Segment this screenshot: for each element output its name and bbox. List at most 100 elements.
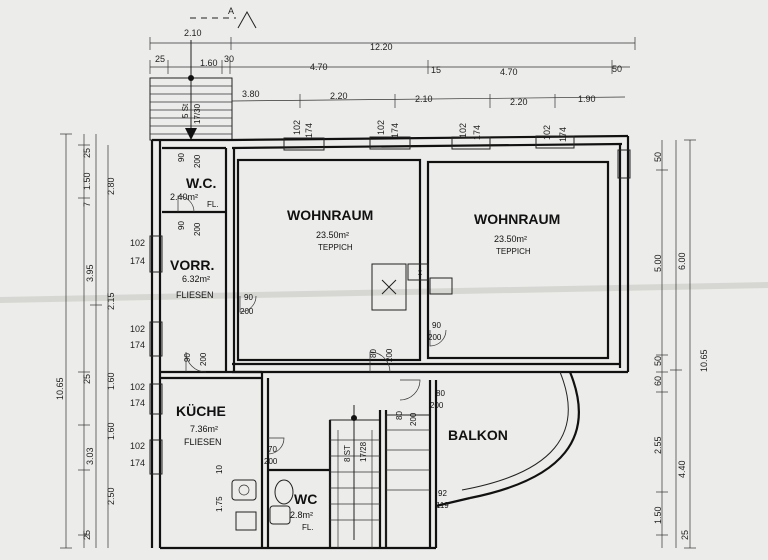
stair-start-dot — [188, 75, 194, 81]
inner-stair-ratio: 17/28 — [359, 441, 368, 462]
door-wohn1-width: 90 — [244, 293, 253, 302]
door-labels: 90 200 90 200 90 200 90 200 80 200 90 20… — [177, 153, 449, 512]
dim-left-1-50: 1.50 — [82, 172, 92, 190]
stair-inner-dot — [351, 415, 357, 421]
room-wohnraum-2: WOHNRAUM 23.50m² TEPPICH — [474, 211, 560, 256]
dim-top-1-60: 1.60 — [200, 58, 218, 68]
door-wohn1-bottom-height: 200 — [385, 348, 394, 362]
dim-top-2-10: 2.10 — [184, 28, 202, 38]
dim-top-50: 50 — [612, 64, 622, 74]
door-wc-width: 90 — [177, 153, 186, 162]
door-balkon-width: 80 — [436, 389, 445, 398]
door-swings — [177, 195, 447, 455]
dim-right-1-50: 1.50 — [653, 506, 663, 524]
svg-text:x: x — [418, 268, 422, 277]
kitchen-dim-1-75: 1.75 — [215, 496, 224, 512]
dim-top-3-80: 3.80 — [242, 89, 260, 99]
sink-icon — [231, 479, 257, 501]
dim-top-2-10: 2.10 — [415, 94, 433, 104]
door-wc2-height: 200 — [264, 457, 278, 466]
stair-steps-label: 5 St — [181, 103, 190, 118]
dim-top-30: 30 — [224, 54, 234, 64]
door-kueche-height: 200 — [199, 352, 208, 366]
balcony-outline — [435, 371, 580, 508]
kitchen-dim-10: 10 — [215, 465, 224, 474]
dim-right-60: 60 — [653, 376, 663, 386]
inner-stair-steps: 8 ST — [343, 445, 352, 462]
right-window — [617, 149, 631, 179]
dim-left-7: 7 — [82, 202, 92, 207]
dim-top-15: 15 — [431, 65, 441, 75]
door-vorr-height: 200 — [193, 222, 202, 236]
section-marker-label: A — [228, 6, 234, 16]
section-marker: A — [190, 6, 257, 29]
room-vorr-floor: FLIESEN — [176, 290, 214, 300]
room-vorr-name: VORR. — [170, 257, 214, 273]
bathroom-fixtures — [231, 479, 294, 531]
window-left-3-width: 102 — [130, 382, 145, 392]
room-wohnraum-1: WOHNRAUM 23.50m² TEPPICH — [287, 207, 373, 252]
room-wc-bottom-area: 2.8m² — [290, 510, 313, 520]
door-wohn2-width: 90 — [432, 321, 441, 330]
top-dimension-row-3: 3.80 2.20 2.10 2.20 1.90 — [231, 89, 626, 108]
dim-top-2-20-a: 2.20 — [330, 91, 348, 101]
door-kueche-width: 90 — [183, 353, 192, 362]
exterior-stair: 5 St 17/30 — [149, 40, 233, 141]
left-window-labels: 102 174 102 174 102 174 102 174 — [130, 238, 145, 468]
window-top-2-width: 102 — [376, 120, 386, 135]
interior-walls — [160, 146, 610, 550]
exterior-walls — [150, 134, 630, 548]
room-balkon-name: BALKON — [448, 427, 508, 443]
room-wc-bottom-floor: FL. — [302, 523, 314, 532]
dim-top-total: 12.20 — [370, 42, 393, 52]
window-top-1-width: 102 — [292, 120, 302, 135]
dim-left-25-mid: 25 — [82, 374, 92, 384]
dim-right-2-55: 2.55 — [653, 436, 663, 454]
dim-left-3-95: 3.95 — [85, 264, 95, 282]
left-windows — [149, 235, 163, 475]
door-wohn2-height: 200 — [428, 333, 442, 342]
dim-right-50-mid: 50 — [653, 356, 663, 366]
window-top-3-width: 102 — [458, 123, 468, 138]
stair-ratio-label: 17/30 — [193, 103, 202, 124]
window-top-4-height: 174 — [558, 127, 568, 142]
door-balkon-height: 200 — [430, 401, 444, 410]
dim-right-5-00: 5.00 — [653, 254, 663, 272]
room-kueche-area: 7.36m² — [190, 424, 218, 434]
dim-right-50-top: 50 — [653, 152, 663, 162]
dim-left-25-bottom: 25 — [82, 530, 92, 540]
room-kueche-name: KÜCHE — [176, 403, 226, 419]
window-left-2-height: 174 — [130, 340, 145, 350]
window-top-4-width: 102 — [542, 125, 552, 140]
dim-left-1-60-a: 1.60 — [106, 372, 116, 390]
window-left-3-height: 174 — [130, 398, 145, 408]
door-wc-height: 200 — [193, 154, 202, 168]
room-kueche: KÜCHE 7.36m² FLIESEN — [176, 403, 226, 447]
door-bal2-width: 92 — [438, 489, 447, 498]
top-window-labels: 102 174 102 174 102 174 102 174 — [292, 120, 568, 142]
window-top-2-height: 174 — [390, 123, 400, 138]
dim-right-total: 10.65 — [699, 349, 709, 372]
room-wohnraum-1-floor: TEPPICH — [318, 243, 353, 252]
room-wc-top-name: W.C. — [186, 175, 216, 191]
dim-left-total: 10.65 — [55, 377, 65, 400]
room-wc-bottom: WC 2.8m² FL. — [290, 491, 317, 532]
room-wc-bottom-name: WC — [294, 491, 317, 507]
dim-right-25: 25 — [680, 530, 690, 540]
room-wohnraum-2-floor: TEPPICH — [496, 247, 531, 256]
right-dimensions: 10.65 6.00 4.40 50 5.00 50 60 2.55 1.50 … — [653, 139, 709, 549]
window-left-1-width: 102 — [130, 238, 145, 248]
room-vorr-area: 6.32m² — [182, 274, 210, 284]
dim-left-25-top: 25 — [82, 148, 92, 158]
dim-left-2-80: 2.80 — [106, 177, 116, 195]
room-wohnraum-1-name: WOHNRAUM — [287, 207, 373, 223]
top-dimension-row-2: 25 1.60 30 4.70 15 4.70 50 — [149, 54, 630, 77]
window-top-3-height: 174 — [472, 125, 482, 140]
door-wohn1-height: 200 — [240, 307, 254, 316]
room-kueche-floor: FLIESEN — [184, 437, 222, 447]
dim-top-4-70-right: 4.70 — [500, 67, 518, 77]
door-bal2-height: 119 — [436, 501, 449, 510]
top-dimension-row-1: 2.10 12.20 — [149, 28, 636, 52]
room-wohnraum-2-area: 23.50m² — [494, 234, 527, 244]
